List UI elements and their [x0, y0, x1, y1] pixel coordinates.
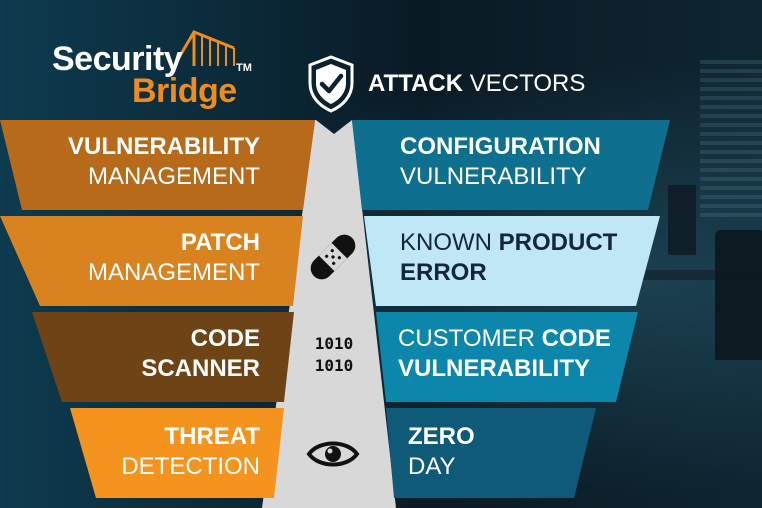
right-label-4-bold: ZERO: [408, 423, 475, 450]
right-label-2-light: KNOWN: [400, 229, 499, 256]
background-monitor: [668, 185, 696, 255]
binary-line-2: 1010: [314, 356, 354, 375]
left-band-1: [0, 120, 315, 210]
left-label-2-bold: PATCH: [180, 229, 260, 256]
right-band-2: [364, 216, 660, 306]
eye-icon: [306, 441, 360, 467]
right-label-2: KNOWN PRODUCT ERROR: [400, 228, 617, 288]
background-window: [700, 60, 762, 220]
heading-bold: ATTACK: [368, 70, 464, 97]
left-label-3-bold2: SCANNER: [141, 355, 260, 382]
left-label-4: THREAT DETECTION: [10, 422, 260, 482]
security-bridge-logo: Security Bridge TM: [52, 30, 262, 110]
right-label-3-line1: CUSTOMER CODE: [398, 324, 611, 354]
heading-text: ATTACK VECTORS: [368, 70, 585, 98]
left-band-4: [70, 408, 284, 498]
logo-word-security: Security: [52, 40, 183, 78]
left-label-3: CODE SCANNER: [10, 324, 260, 384]
right-label-2-bold2: ERROR: [400, 259, 487, 286]
logo-word-bridge: Bridge: [132, 72, 237, 110]
right-label-3-light: CUSTOMER: [398, 325, 542, 352]
background-chair: [715, 230, 762, 360]
right-band-4: [386, 408, 596, 498]
right-label-3: CUSTOMER CODE VULNERABILITY: [398, 324, 611, 384]
right-label-2-line1: KNOWN PRODUCT: [400, 228, 617, 258]
left-label-2-light: MANAGEMENT: [87, 259, 260, 286]
left-label-1: VULNERABILITY MANAGEMENT: [10, 132, 260, 192]
left-label-4-light: DETECTION: [121, 453, 260, 480]
bandage-icon: [310, 234, 356, 280]
left-label-2: PATCH MANAGEMENT: [10, 228, 260, 288]
right-label-2-bold: PRODUCT: [498, 229, 618, 256]
attack-vectors-heading: ATTACK VECTORS: [306, 54, 585, 114]
shield-check-icon: [308, 55, 354, 113]
heading-rest: VECTORS: [463, 70, 586, 97]
binary-line-1: 1010: [314, 334, 354, 353]
right-label-1: CONFIGURATION VULNERABILITY: [400, 132, 601, 192]
left-band-3: [32, 312, 294, 402]
bridge-logo-icon: [172, 30, 235, 67]
right-label-4-light: DAY: [408, 453, 456, 480]
right-label-4: ZERO DAY: [408, 422, 475, 482]
left-label-3-bold: CODE: [190, 325, 260, 352]
left-label-1-light: MANAGEMENT: [87, 163, 260, 190]
right-label-3-bold: CODE: [541, 325, 611, 352]
left-label-4-bold: THREAT: [164, 423, 260, 450]
right-band-3: [376, 312, 638, 402]
binary-code-icon: 1010 1010: [311, 333, 357, 377]
background-desk: [600, 270, 762, 280]
right-label-1-light: VULNERABILITY: [400, 163, 587, 190]
right-label-3-bold2: VULNERABILITY: [398, 355, 590, 382]
right-label-1-bold: CONFIGURATION: [400, 133, 601, 160]
left-label-1-bold: VULNERABILITY: [68, 133, 260, 160]
right-band-1: [352, 120, 670, 210]
logo-trademark: TM: [236, 62, 252, 74]
left-band-2: [0, 216, 303, 306]
